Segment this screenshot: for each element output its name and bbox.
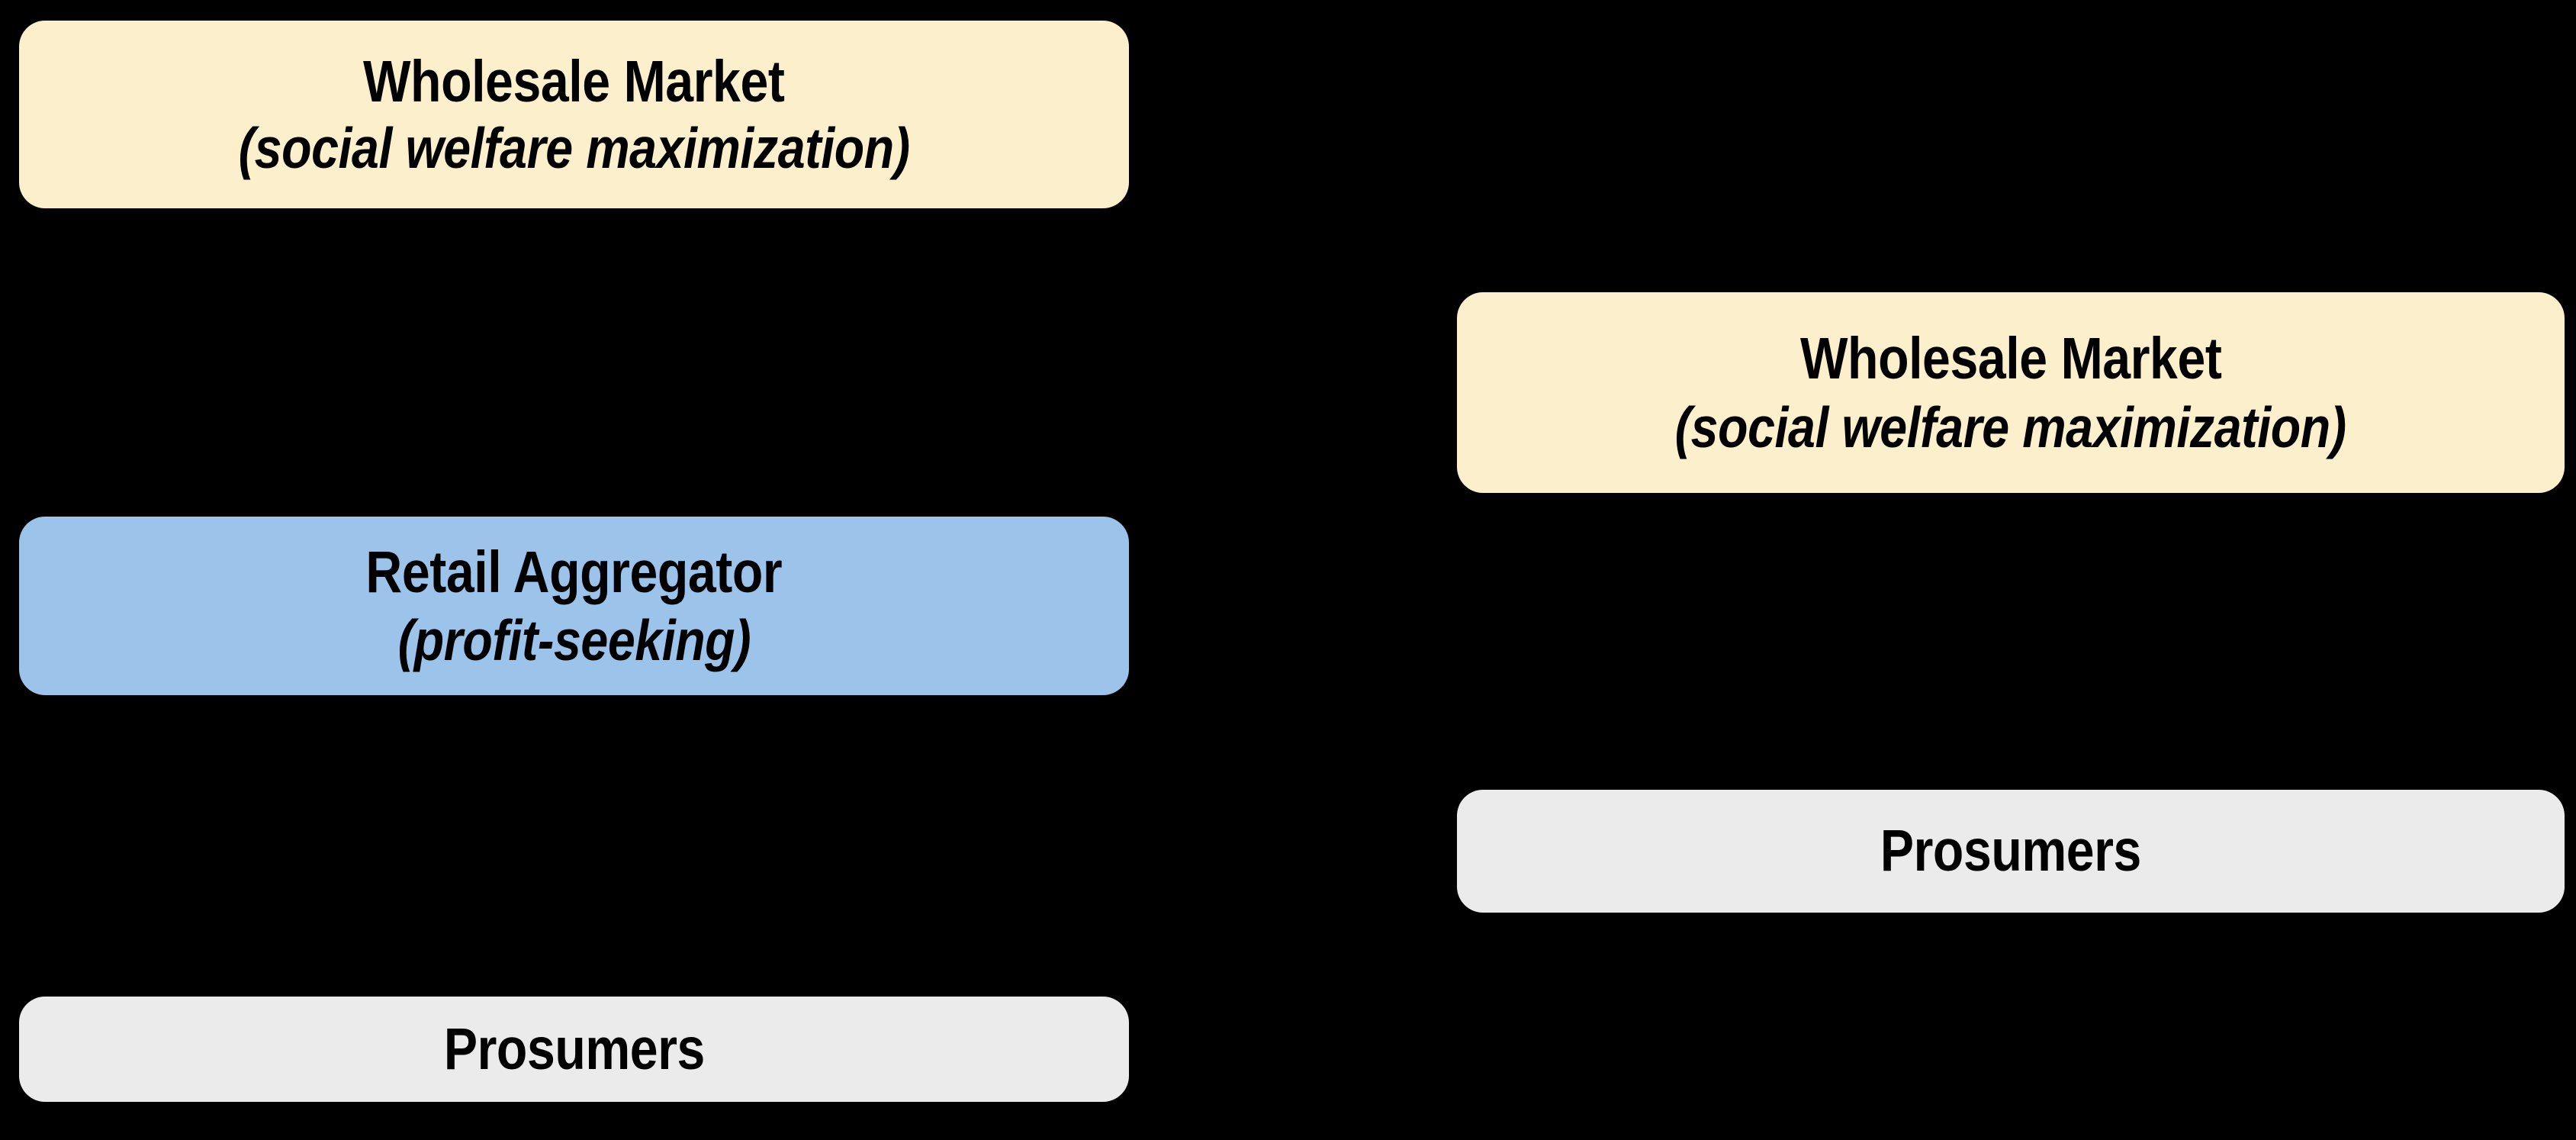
node-title: Wholesale Market [1799, 326, 2222, 392]
node-title: Prosumers [443, 1016, 705, 1082]
node-title: Prosumers [1880, 818, 2142, 884]
node-right-wholesale-market[interactable]: Wholesale Market (social welfare maximiz… [1457, 292, 2565, 493]
node-retail-aggregator[interactable]: Retail Aggregator (profit-seeking) [19, 517, 1129, 695]
node-left-wholesale-market[interactable]: Wholesale Market (social welfare maximiz… [19, 21, 1129, 208]
node-left-prosumers[interactable]: Prosumers [19, 997, 1129, 1102]
node-title: Wholesale Market [363, 48, 785, 114]
node-subtitle: (social welfare maximization) [1674, 394, 2347, 459]
node-subtitle: (social welfare maximization) [238, 116, 910, 181]
node-right-prosumers[interactable]: Prosumers [1457, 790, 2565, 913]
node-subtitle: (profit-seeking) [397, 608, 751, 673]
node-title: Retail Aggregator [365, 539, 783, 605]
